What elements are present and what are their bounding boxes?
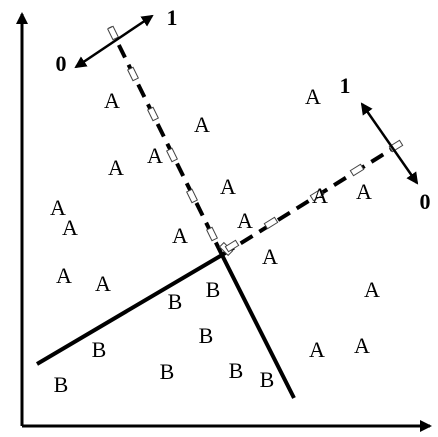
point-label: A	[237, 208, 253, 233]
direction-label-zero-right: 0	[420, 189, 431, 214]
projection-line-right	[220, 142, 402, 257]
tick-rect	[349, 163, 365, 177]
point-label: A	[194, 112, 210, 137]
tick-rect	[127, 66, 139, 82]
point-label: B	[54, 372, 69, 397]
tick-rect	[147, 106, 159, 122]
axes	[16, 12, 432, 432]
point-label: A	[364, 277, 380, 302]
point-label: A	[312, 183, 328, 208]
projection-ticks	[107, 25, 404, 257]
point-label: B	[92, 337, 107, 362]
point-label: A	[95, 271, 111, 296]
point-label: B	[168, 289, 183, 314]
tick-rect	[107, 25, 119, 41]
point-label: A	[309, 337, 325, 362]
point-label: A	[354, 333, 370, 358]
tick-rect	[186, 188, 198, 204]
point-label: B	[229, 358, 244, 383]
point-label: A	[56, 263, 72, 288]
point-label: A	[108, 155, 124, 180]
direction-label-one-right: 1	[340, 73, 351, 98]
direction-arrow-upper	[74, 14, 154, 69]
point-label: B	[160, 359, 175, 384]
direction-label-zero-upper: 0	[56, 51, 67, 76]
point-label: A	[172, 223, 188, 248]
point-label: A	[262, 244, 278, 269]
point-label: A	[356, 179, 372, 204]
point-label: A	[104, 88, 120, 113]
projection-line-upper	[108, 26, 224, 256]
tick-rect	[263, 216, 279, 230]
class-a-points: A A A A A A A A A A A A A A A A A A	[50, 84, 380, 362]
point-label: A	[220, 174, 236, 199]
point-label: A	[62, 215, 78, 240]
point-label: B	[199, 323, 214, 348]
class-b-points: B B B B B B B B	[54, 277, 275, 397]
point-label: A	[50, 195, 66, 220]
point-label: B	[206, 277, 221, 302]
tick-rect	[166, 147, 178, 163]
direction-label-one-upper: 1	[167, 5, 178, 30]
point-label: A	[147, 143, 163, 168]
tick-rect	[206, 226, 218, 242]
tick-rect	[224, 239, 240, 253]
direction-arrow-right	[360, 102, 419, 185]
point-label: B	[260, 367, 275, 392]
point-label: A	[305, 84, 321, 109]
tick-rect	[309, 188, 325, 202]
